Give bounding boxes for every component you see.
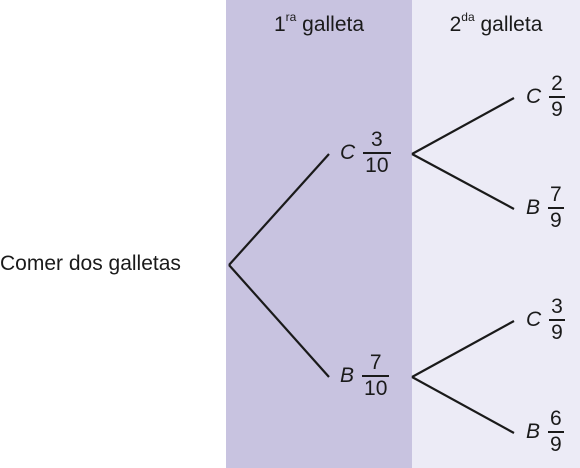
second-header-superscript: da <box>461 10 475 24</box>
second-header-number: 2 <box>449 13 462 36</box>
fraction-denominator: 9 <box>551 98 563 121</box>
node-letter: B <box>526 420 541 443</box>
fraction-numerator: 2 <box>551 72 563 95</box>
fraction-numerator: 7 <box>369 351 382 374</box>
fraction-denominator: 10 <box>365 154 389 177</box>
first-header-superscript: ra <box>285 10 297 24</box>
fraction-bar <box>549 96 565 98</box>
branch-root-to-b <box>228 264 330 378</box>
node-letter: B <box>526 196 541 219</box>
first-level-node-b: B 7 10 <box>340 351 390 400</box>
fraction-bar <box>548 431 564 433</box>
second-header-text: galleta <box>474 13 543 36</box>
probability-fraction: 2 9 <box>549 73 565 121</box>
second-level-node-bb: B 6 9 <box>526 408 564 456</box>
second-level-node-cc: C 2 9 <box>526 73 565 121</box>
probability-fraction: 7 10 <box>362 351 390 400</box>
second-level-node-bc: C 3 9 <box>526 296 565 344</box>
first-level-node-c: C 3 10 <box>340 129 391 177</box>
probability-fraction: 6 9 <box>548 408 564 456</box>
fraction-denominator: 9 <box>550 209 562 232</box>
branch-c-to-b <box>411 153 515 210</box>
branch-b-to-b <box>411 376 515 434</box>
node-letter: C <box>526 85 542 108</box>
second-cookie-column <box>412 0 580 468</box>
fraction-denominator: 10 <box>364 377 388 400</box>
probability-fraction: 7 9 <box>548 184 564 232</box>
fraction-bar <box>548 207 564 209</box>
fraction-numerator: 3 <box>371 128 383 151</box>
probability-fraction: 3 10 <box>363 128 391 177</box>
root-label: Comer dos galletas <box>0 252 181 275</box>
fraction-bar <box>549 319 565 321</box>
fraction-bar <box>363 152 391 154</box>
fraction-numerator: 3 <box>551 295 563 318</box>
first-header-number: 1 <box>273 13 286 36</box>
first-header-text: galleta <box>296 13 365 36</box>
second-level-node-cb: B 7 9 <box>526 184 564 232</box>
fraction-denominator: 9 <box>551 321 563 344</box>
probability-fraction: 3 9 <box>549 296 565 344</box>
fraction-bar <box>362 375 390 377</box>
fraction-numerator: 7 <box>550 183 562 206</box>
node-letter: C <box>340 141 356 164</box>
branch-root-to-c <box>228 153 330 266</box>
branch-c-to-c <box>411 97 515 155</box>
node-letter: B <box>340 364 355 387</box>
second-cookie-header: 2da galleta <box>412 10 580 37</box>
node-letter: C <box>526 308 542 331</box>
branch-b-to-c <box>411 320 515 378</box>
fraction-numerator: 6 <box>550 407 562 430</box>
first-cookie-header: 1ra galleta <box>226 10 412 37</box>
fraction-denominator: 9 <box>550 433 562 456</box>
